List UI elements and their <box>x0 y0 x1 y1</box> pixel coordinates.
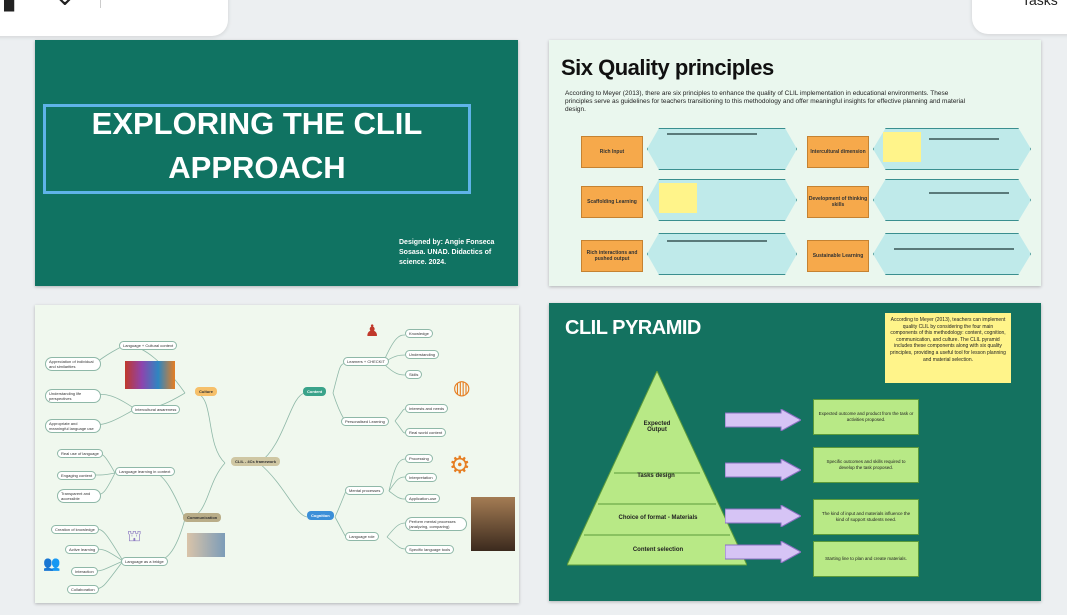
principle-rich-input: Rich Input <box>581 136 643 168</box>
student-photo <box>471 497 515 551</box>
mindmap-node: Active learning <box>65 545 100 554</box>
mindmap-node: Language role <box>345 532 379 541</box>
mindmap-center: CLIL - 4Cs framework <box>231 457 281 466</box>
mindmap-node: Real use of language <box>57 449 103 458</box>
pyramid-description: Specific outcomes and skills required to… <box>813 447 919 483</box>
mindmap-node: Knowledge <box>405 329 433 338</box>
chevron-down-icon[interactable]: ⌄ <box>54 0 76 12</box>
mindmap-node: Personalised Learning <box>341 417 389 426</box>
globe-head-icon: ◍ <box>453 377 471 399</box>
detail-text-line <box>667 133 757 135</box>
slide-thumbnail-4[interactable]: CLIL PYRAMID According to Meyer (2013), … <box>549 303 1041 601</box>
mindmap-node: Specific language tools <box>405 545 455 554</box>
principle-detail-box <box>873 179 1031 221</box>
mindmap-node: Understanding life perspectives <box>45 389 101 403</box>
arrow-right <box>725 505 801 527</box>
people-icon: 👥 <box>43 555 61 571</box>
detail-text-line <box>667 240 767 242</box>
tasks-icon: ⚐ <box>994 0 1010 3</box>
mindmap-node: Understanding <box>405 350 440 359</box>
clil-pyramid <box>567 371 747 566</box>
mindmap-node: Mental processes <box>345 486 385 495</box>
mindmap-hub-cognition: Cognition <box>307 511 334 520</box>
principle-scaffolding: Scaffolding Learning <box>581 186 643 218</box>
toolbar: ▐ ⌄ ↶ ↷ <box>0 0 228 36</box>
mindmap-node: Interaction <box>71 567 98 576</box>
mindmap-node: Appropriate and meaningful language use <box>45 419 101 433</box>
slide-title: CLIL PYRAMID <box>565 317 701 339</box>
bridge-icon: ⛫ <box>127 528 142 545</box>
arrow-right <box>725 541 801 563</box>
title-frame <box>43 104 471 194</box>
mindmap-node: Perform mental processes (analyzing, com… <box>405 517 467 531</box>
detail-text-line <box>929 192 1009 194</box>
mindmap-node: Processing <box>405 454 433 463</box>
mindmap-node: Language learning in context <box>115 467 175 476</box>
pyramid-description: Starting line to plan and create materia… <box>813 541 919 577</box>
slide-thumbnail-2[interactable]: Six Quality principles According to Meye… <box>549 40 1041 286</box>
sticky-note: According to Meyer (2013), teachers can … <box>885 313 1011 383</box>
toolbar-divider <box>100 0 101 8</box>
arrow-right <box>725 459 801 481</box>
mindmap-node: Appreciation of individual and similarit… <box>45 357 101 371</box>
mindmap-hub-communication: Communication <box>183 513 222 522</box>
mindmap-node: Engaging content <box>57 471 97 480</box>
principle-detail-box <box>873 233 1031 275</box>
slide-title: EXPLORING THE CLIL APPROACH <box>43 102 471 190</box>
pyramid-level-label: Tasks design <box>637 473 675 479</box>
pyramid-description: The kind of input and materials influenc… <box>813 499 919 535</box>
detail-text-line <box>894 248 1014 250</box>
principle-detail-box <box>647 128 797 170</box>
mindmap-node: Skills <box>405 370 423 379</box>
mindmap-hub-content: Content <box>303 387 327 396</box>
reading-icon: ♟ <box>365 323 380 340</box>
slide-thumbnail-1[interactable]: EXPLORING THE CLIL APPROACH Designed by:… <box>35 40 518 286</box>
mindmap-node: Interests and needs <box>405 404 449 413</box>
tasks-label: Tasks <box>1022 0 1058 8</box>
mindmap-node: Application-use <box>405 494 441 503</box>
mindmap-node: Transparent and accessible <box>57 489 101 503</box>
slide-intro: According to Meyer (2013), there are six… <box>565 90 966 113</box>
tasks-button[interactable]: ⚐ Tasks <box>972 0 1067 34</box>
mindmap-node: Learners + CHECKIT <box>343 357 389 366</box>
mindmap-node: Language + Cultural context <box>119 341 178 350</box>
title-line-2: APPROACH <box>168 150 346 185</box>
classroom-photo <box>187 533 225 557</box>
mindmap-node: Language as a bridge <box>121 557 168 566</box>
redo-icon[interactable]: ↷ <box>168 0 190 12</box>
slide-title: Six Quality principles <box>561 55 774 80</box>
gears-head-icon: ⚙ <box>449 452 471 479</box>
mindmap-node: Collaboration <box>67 585 99 594</box>
principle-interactions: Rich interactions and pushed output <box>581 240 643 272</box>
pyramid-level-label: Choice of format - Materials <box>618 515 698 521</box>
pyramid-description: Expected outcome and product from the ta… <box>813 399 919 435</box>
sticky-note <box>659 183 697 213</box>
principle-sustainable: Sustainable Learning <box>807 240 869 272</box>
detail-text-line <box>929 138 999 140</box>
sticky-note <box>883 132 921 162</box>
pyramid-level-label: Content selection <box>632 547 684 553</box>
pyramid-level-label: Expected Output <box>643 421 671 433</box>
mindmap-hub-culture: Culture <box>195 387 217 396</box>
slide-thumbnail-3[interactable]: CLIL - 4Cs framework Culture Content Cog… <box>35 305 519 603</box>
mindmap-node: Creation of knowledge <box>51 525 99 534</box>
title-line-1: EXPLORING THE CLIL <box>91 106 423 141</box>
arrow-right <box>725 409 801 431</box>
mindmap-connectors <box>94 334 406 590</box>
principle-intercultural: Intercultural dimension <box>807 136 869 168</box>
undo-icon[interactable]: ↶ <box>128 0 150 12</box>
slide-credit: Designed by: Angie Fonseca Sosasa. UNAD.… <box>399 239 495 266</box>
culture-photo <box>125 361 175 389</box>
mindmap-node: Interpretation <box>405 473 437 482</box>
mindmap-node: Intercultural awareness <box>131 405 181 414</box>
grid-icon[interactable]: ▐ <box>0 0 14 12</box>
mindmap-node: Real world content <box>405 428 447 437</box>
principle-thinking: Development of thinking skills <box>807 186 869 218</box>
